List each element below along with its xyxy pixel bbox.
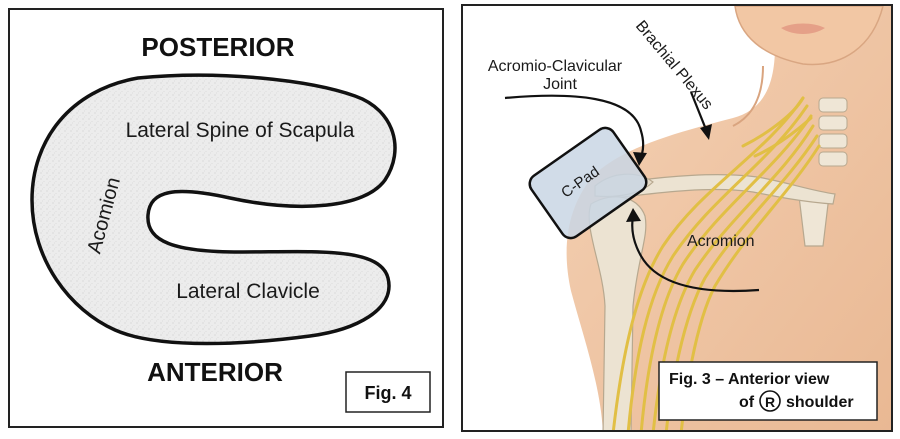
ac-joint-label-line2: Joint	[543, 76, 577, 93]
c-pad	[528, 126, 648, 240]
face-outline	[734, 6, 884, 66]
clavicle-bone	[612, 174, 836, 205]
lips	[781, 23, 825, 34]
shoulder-silhouette	[566, 6, 891, 430]
ac-joint-label-line1: Acromio-Clavicular	[488, 58, 623, 75]
fig3-panel: C-Pad Acromio-Clavicular Joint Brachial …	[461, 4, 893, 432]
fig3-caption-r: R	[765, 394, 775, 410]
fig3-caption-shoulder: shoulder	[786, 394, 854, 411]
cervical-vertebrae	[818, 97, 848, 167]
ac-joint-arrow	[504, 94, 647, 166]
acromion-label-fig3: Acromion	[687, 233, 755, 250]
brachial-plexus-arrow	[689, 91, 712, 140]
lateral-spine-label: Lateral Spine of Scapula	[126, 119, 355, 142]
neck-shadow	[732, 65, 764, 127]
lateral-clavicle-label: Lateral Clavicle	[176, 280, 320, 303]
posterior-heading: POSTERIOR	[141, 32, 294, 62]
fig4-panel: POSTERIOR Lateral Spine of Scapula Later…	[8, 8, 444, 428]
acromion-c-shape	[30, 73, 397, 346]
r-circle-icon	[759, 390, 781, 412]
fig3-caption-of: of	[739, 394, 755, 411]
fig4-diagram: POSTERIOR Lateral Spine of Scapula Later…	[30, 32, 431, 413]
fig3-illustration: C-Pad Acromio-Clavicular Joint Brachial …	[488, 6, 891, 430]
fig4-caption: Fig. 4	[364, 383, 411, 403]
fig3-caption-line1: Fig. 3 – Anterior view	[669, 371, 830, 388]
anterior-heading: ANTERIOR	[147, 357, 283, 387]
fig4-caption-box	[345, 371, 431, 413]
acromion-arrow	[626, 208, 760, 293]
brachial-plexus-label: Brachial Plexus	[632, 18, 716, 113]
